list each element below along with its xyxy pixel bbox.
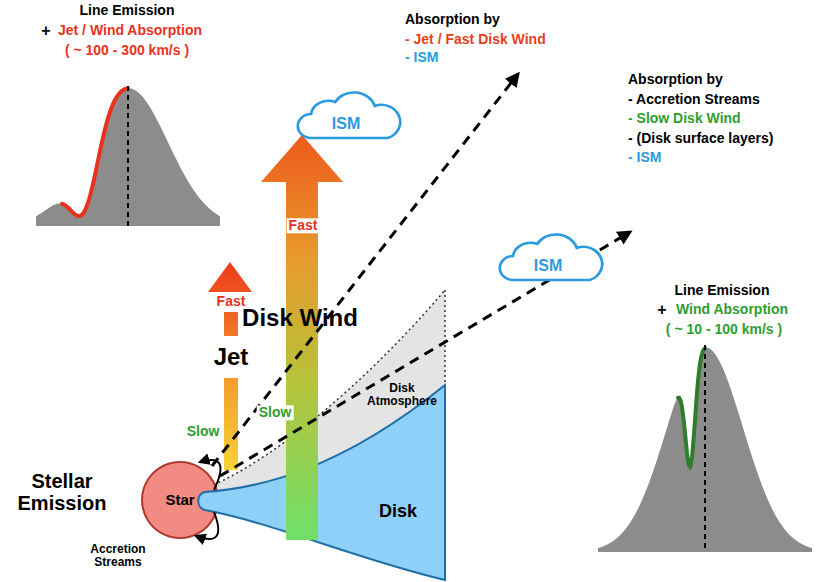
ism-cloud-shape — [500, 234, 602, 280]
list-item: - ISM — [628, 150, 661, 165]
wind-arrow — [261, 135, 343, 540]
list-item: - Accretion Streams — [628, 92, 760, 107]
disk: Disk — [300, 440, 445, 580]
speed-label: Slow — [257, 405, 294, 420]
accretion-stream — [200, 460, 220, 490]
disk-wind-arrow: FastDisk WindSlow — [242, 135, 362, 545]
absorption-trace — [678, 348, 705, 466]
jet-label: Jet — [214, 344, 249, 370]
ism-cloud: ISM — [502, 236, 592, 282]
accretion-stream — [196, 512, 218, 539]
star: Star Stellar Emission — [4, 455, 220, 545]
list-heading: Absorption by — [628, 72, 723, 87]
atmosphere-edge — [444, 290, 446, 385]
plus-sign: + — [657, 301, 666, 319]
emission-label: Stellar Emission — [7, 470, 117, 514]
jet-segment — [224, 312, 238, 336]
speed-label: Fast — [287, 218, 320, 233]
line-profile: Line Emission + Wind Absorption ( ~ 10 - 10… — [596, 280, 816, 555]
profile-title: Line Emission — [80, 3, 175, 18]
plus-sign: + — [41, 22, 50, 40]
jet-arrow: FastJetSlow — [186, 262, 256, 492]
jet-arrowhead — [208, 262, 252, 292]
speed-label: Fast — [217, 294, 246, 309]
velocity-range: ( ~ 10 - 100 km/s ) — [666, 322, 782, 337]
list-item: - (Disk surface layers) — [628, 131, 774, 146]
jet-segment — [224, 378, 238, 470]
sight-line — [212, 74, 518, 466]
list-heading: Absorption by — [405, 12, 500, 27]
list-item: - ISM — [405, 50, 438, 65]
list-item: - Jet / Fast Disk Wind — [405, 32, 546, 47]
disk-atmosphere: Disk Atmosphere — [340, 330, 445, 430]
emission-profile — [598, 348, 812, 552]
star-label: Star — [165, 492, 194, 509]
absorption-trace — [62, 88, 128, 216]
part-label: Accretion Streams — [78, 543, 158, 569]
absorption-label: Jet / Wind Absorption — [58, 23, 202, 38]
profile-title: Line Emission — [675, 283, 770, 298]
absorption-label: Wind Absorption — [676, 302, 788, 317]
line-profile: Line Emission + Jet / Wind Absorption ( ~ 1… — [30, 0, 230, 230]
ism-label: ISM — [534, 257, 562, 275]
line-center — [127, 86, 129, 226]
velocity-range: ( ~ 100 - 300 km/s ) — [65, 43, 189, 58]
region-label: Disk Atmosphere — [367, 382, 437, 408]
ism-label: ISM — [332, 115, 360, 133]
list-item: - Slow Disk Wind — [628, 111, 741, 126]
wind-label: Disk Wind — [242, 305, 358, 331]
line-center — [704, 345, 706, 552]
ism-cloud: ISM — [300, 94, 390, 140]
disk-label: Disk — [379, 502, 417, 522]
ism-cloud-shape — [298, 92, 400, 138]
sight-line — [220, 232, 630, 476]
speed-label: Slow — [187, 424, 220, 439]
